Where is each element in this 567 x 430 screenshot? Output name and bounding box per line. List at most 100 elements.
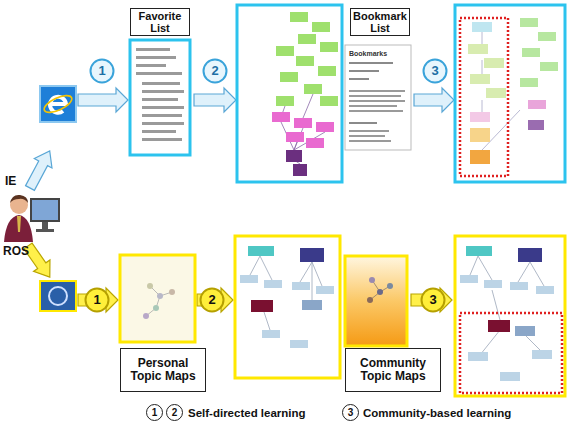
list-line [142, 90, 184, 93]
step-number: 1 [89, 58, 115, 84]
topic-box [470, 128, 490, 142]
list-line [142, 114, 182, 117]
map-dot [387, 283, 393, 289]
map-dot [143, 313, 149, 319]
step-circle: 1 [89, 58, 115, 84]
topic-box [276, 46, 294, 56]
browser-label: IE [5, 173, 31, 189]
person-tie [17, 216, 21, 232]
browser-label: ROS [3, 243, 39, 259]
topic-box [536, 286, 554, 294]
screenshot-label-box: Favorite List [128, 6, 192, 38]
topic-box [518, 248, 542, 262]
map-dot [377, 289, 383, 295]
step-circle: 2 [199, 287, 225, 313]
topic-box [276, 96, 294, 106]
ros-logo [49, 287, 67, 305]
topic-box [460, 275, 478, 283]
topic-box [286, 132, 304, 142]
legend-label: Self-directed learning [188, 407, 306, 419]
topic-box [290, 12, 308, 22]
callout-number: 2 [166, 404, 183, 421]
list-line [349, 105, 397, 107]
topic-box [528, 120, 544, 130]
list-line [142, 122, 184, 125]
monitor-frame [30, 198, 60, 222]
box-label: Bookmark List [350, 8, 410, 36]
callout-number: 1 [146, 404, 163, 421]
screenshot-frame [345, 45, 411, 150]
map-link [370, 280, 390, 300]
screenshot-frame [235, 236, 340, 378]
monitor-base [36, 229, 54, 232]
list-line [349, 62, 393, 64]
map-dot [153, 305, 159, 311]
step-number: 3 [422, 58, 448, 84]
map-dot [367, 297, 373, 303]
topic-box [510, 282, 528, 290]
list-line [136, 72, 182, 75]
map-dot [147, 283, 153, 289]
topic-box [522, 48, 540, 57]
flow-arrow [414, 88, 454, 112]
person-hair [10, 195, 28, 203]
list-line [142, 82, 180, 85]
screenshot-label-box: Community Topic Maps [343, 346, 443, 396]
topic-box [251, 300, 273, 312]
screenshot-heading: Bookmarks [347, 48, 409, 59]
flow-arrow [78, 88, 128, 112]
person-body [4, 215, 33, 242]
screenshot-label-box: Bookmark ListBookmarks [346, 6, 414, 62]
screenshot-frame [130, 40, 190, 155]
topic-box [318, 66, 336, 76]
icon-frame [40, 281, 76, 311]
box-label: Personal Topic Maps [120, 348, 206, 392]
screenshot-frame [120, 255, 195, 342]
list-line [142, 98, 178, 101]
step-circle: 3 [420, 287, 446, 313]
screenshot-label-box: Personal Topic Maps [118, 346, 208, 396]
topic-box [520, 78, 538, 87]
screenshot-frame [345, 256, 407, 346]
topic-box [264, 280, 282, 288]
topic-box [294, 118, 312, 128]
topic-box [262, 330, 280, 338]
topic-box [528, 100, 546, 109]
flow-arrow [78, 288, 118, 312]
topic-box [470, 150, 490, 164]
flow-arrow [197, 288, 233, 312]
icon-frame [40, 86, 76, 122]
topic-box [302, 300, 322, 310]
topic-map-screenshot [455, 5, 565, 182]
topic-box [312, 22, 330, 32]
topic-box [520, 18, 538, 27]
person-icon [4, 195, 60, 242]
topic-box [538, 32, 556, 41]
list-line [349, 110, 403, 112]
list-line [349, 122, 377, 124]
screenshot-frame [455, 5, 565, 182]
topic-map-screenshot [237, 5, 342, 182]
topic-box [300, 248, 324, 262]
topic-box [240, 275, 258, 283]
monitor-stand [42, 222, 48, 230]
list-line [349, 140, 391, 142]
topic-box [293, 164, 307, 176]
list-line [349, 100, 405, 102]
flow-arrow [194, 88, 236, 112]
topic-box [486, 88, 506, 98]
flow-arrow [21, 146, 58, 192]
map-link [470, 256, 544, 355]
topic-box [316, 122, 334, 132]
flow-arrow [411, 288, 452, 312]
map-link [250, 256, 322, 330]
community-map-screenshot [345, 256, 407, 346]
step-circle: 3 [422, 58, 448, 84]
list-line [136, 56, 176, 59]
topic-box [296, 56, 314, 66]
highlight-frame [460, 313, 562, 393]
